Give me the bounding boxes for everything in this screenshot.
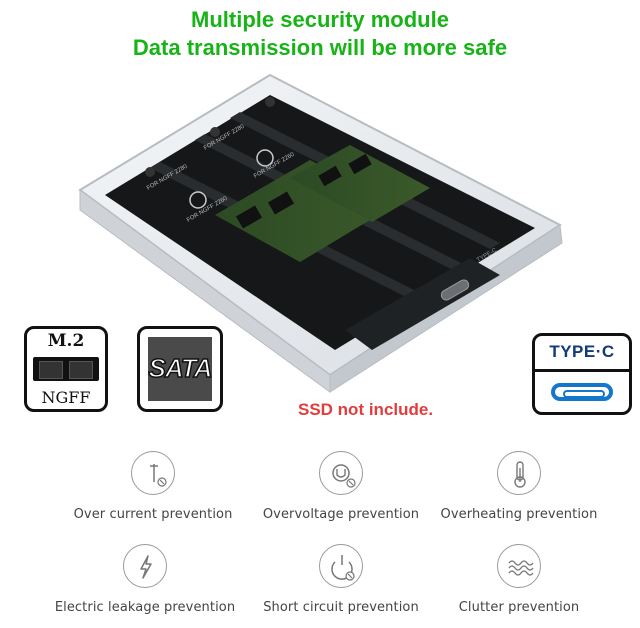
feature-label: Overheating prevention <box>440 507 598 522</box>
feature-label: Overvoltage prevention <box>262 507 420 522</box>
usb-c-port-icon <box>551 383 613 401</box>
type-c-label: TYPE·C <box>549 342 615 361</box>
m2-label: M.2 <box>47 331 85 351</box>
feature-clutter: Clutter prevention <box>424 544 614 615</box>
feature-overheating: Overheating prevention <box>424 451 614 522</box>
m2-chip-icon <box>33 357 99 381</box>
m2-ngff-badge: M.2 NGFF <box>24 326 108 412</box>
ssd-enclosure-photo: FOR NGFF 2280 FOR NGFF 2280 FOR NGFF 226… <box>78 73 563 393</box>
type-c-badge: TYPE·C <box>532 333 632 415</box>
wave-icon <box>497 544 541 588</box>
headline-line-1: Multiple security module <box>191 7 449 32</box>
sata-label: SATA <box>148 352 213 384</box>
feature-short-circuit: Short circuit prevention <box>246 544 436 615</box>
short-circuit-icon <box>319 544 363 588</box>
feature-overvoltage: Overvoltage prevention <box>246 451 436 522</box>
overvoltage-icon <box>319 451 363 495</box>
ngff-label: NGFF <box>41 388 91 407</box>
headline-line-2: Data transmission will be more safe <box>132 35 508 60</box>
sata-drive-icon <box>148 337 212 401</box>
lightning-icon <box>123 544 167 588</box>
sata-badge: SATA <box>137 326 223 412</box>
feature-label: Electric leakage prevention <box>54 600 236 615</box>
type-c-divider <box>535 369 629 372</box>
ssd-not-included-note: SSD not include. <box>298 400 434 419</box>
feature-electric-leakage: Electric leakage prevention <box>50 544 240 615</box>
thermometer-icon <box>497 451 541 495</box>
over-current-icon <box>131 451 175 495</box>
feature-label: Clutter prevention <box>458 600 580 615</box>
feature-label: Short circuit prevention <box>263 600 419 615</box>
feature-over-current: Over current prevention <box>58 451 248 522</box>
feature-label: Over current prevention <box>73 507 233 522</box>
